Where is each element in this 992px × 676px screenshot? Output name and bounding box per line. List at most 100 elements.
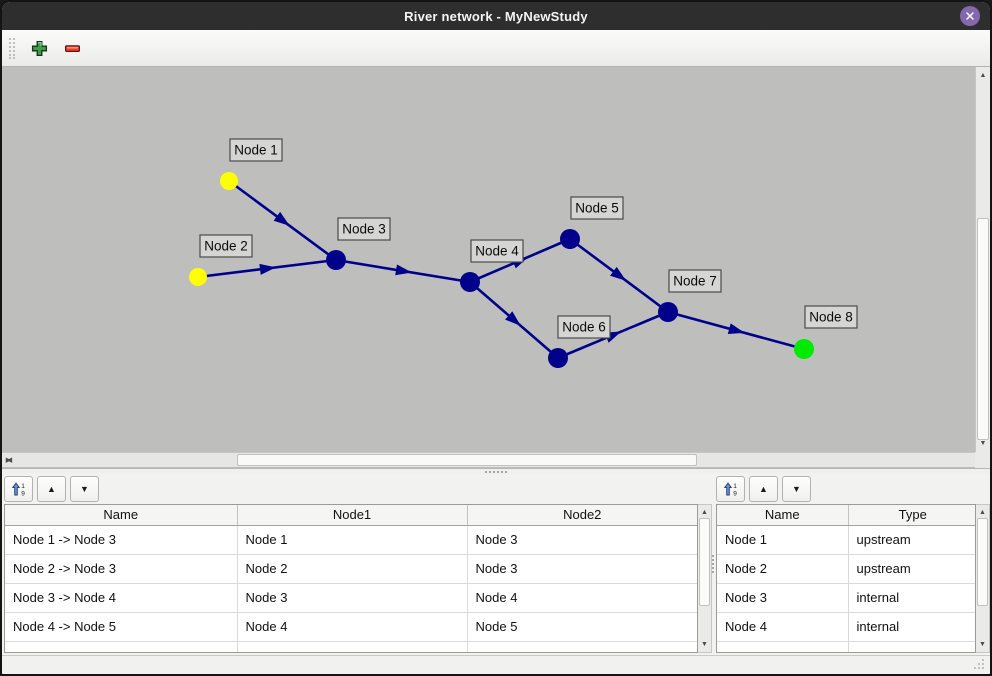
nodes-scrollbar-thumb[interactable] <box>977 518 988 606</box>
link-arrowhead-icon <box>727 323 745 334</box>
table-cell[interactable]: Node 1 <box>237 525 468 555</box>
table-cell[interactable]: Node 2 -> Node 3 <box>5 554 238 584</box>
links-scrollbar-thumb[interactable] <box>699 518 710 606</box>
minus-icon <box>64 44 80 52</box>
node-label[interactable]: Node 1 <box>229 138 283 162</box>
column-header[interactable]: Name <box>5 505 238 526</box>
table-cell[interactable]: Node 3 <box>717 583 849 613</box>
canvas-area: Node 1 Node 2 Node 3 Node 4 Node 5 Node 6 Node… <box>2 67 990 452</box>
svg-text:9: 9 <box>21 491 25 497</box>
scroll-right-icon[interactable]: ▶ <box>2 453 15 467</box>
nodes-table-scrollbar[interactable]: ▲ ▼ <box>976 504 990 653</box>
table-cell[interactable]: Node 1 -> Node 3 <box>5 525 238 555</box>
table-cell[interactable]: Node 1 <box>717 525 849 555</box>
node-label[interactable]: Node 7 <box>668 269 722 293</box>
sort-ascending-icon: 1 9 <box>723 482 737 497</box>
canvas-horizontal-scrollbar[interactable]: ◀ ▶ <box>2 452 975 468</box>
links-table-scrollbar[interactable]: ▲ ▼ <box>698 504 712 653</box>
table-cell[interactable]: Node 3 <box>467 525 697 555</box>
scrollbar-corner <box>975 452 990 468</box>
horizontal-scrollbar-thumb[interactable] <box>237 454 697 466</box>
resize-grip[interactable] <box>972 657 984 669</box>
river-node[interactable] <box>548 348 568 368</box>
node-label[interactable]: Node 6 <box>557 315 611 339</box>
move-up-button[interactable]: ▲ <box>749 476 778 502</box>
plus-icon <box>31 40 47 56</box>
scroll-up-icon[interactable]: ▲ <box>698 506 711 519</box>
remove-node-button[interactable] <box>59 35 85 61</box>
table-cell[interactable]: Node 3 <box>467 554 697 584</box>
sort-button[interactable]: 1 9 <box>4 476 33 502</box>
table-cell[interactable]: internal <box>848 583 975 613</box>
up-arrow-icon: ▲ <box>759 484 768 494</box>
node-label[interactable]: Node 5 <box>570 196 624 220</box>
table-cell[interactable]: internal <box>848 612 975 642</box>
table-cell[interactable]: Node 4 -> Node 5 <box>5 612 238 642</box>
river-node[interactable] <box>189 268 207 286</box>
table-row-empty <box>717 641 975 652</box>
river-node[interactable] <box>794 339 814 359</box>
table-cell[interactable]: Node 2 <box>237 554 468 584</box>
move-up-button[interactable]: ▲ <box>37 476 66 502</box>
add-node-button[interactable] <box>26 35 52 61</box>
column-header[interactable]: Node2 <box>467 505 697 526</box>
scroll-up-icon[interactable]: ▲ <box>976 506 989 519</box>
table-cell[interactable]: Node 4 <box>467 583 697 613</box>
scroll-up-icon[interactable]: ▲ <box>976 69 990 82</box>
toolbar-drag-handle[interactable] <box>9 37 16 59</box>
main-toolbar <box>2 30 990 67</box>
river-node[interactable] <box>326 250 346 270</box>
table-cell[interactable]: Node 5 <box>467 612 697 642</box>
link-arrowhead-icon <box>395 264 412 276</box>
node-label[interactable]: Node 2 <box>199 234 253 258</box>
titlebar[interactable]: River network - MyNewStudy <box>2 2 990 30</box>
table-cell[interactable]: Node 3 <box>237 583 468 613</box>
vertical-scrollbar-thumb[interactable] <box>977 218 989 440</box>
links-toolbar: 1 9 ▲ ▼ <box>4 474 712 502</box>
river-node[interactable] <box>220 172 238 190</box>
move-down-button[interactable]: ▼ <box>70 476 99 502</box>
node-label[interactable]: Node 3 <box>337 217 391 241</box>
table-cell[interactable]: Node 2 <box>717 554 849 584</box>
panel-splitter[interactable] <box>710 474 716 653</box>
scroll-down-icon[interactable]: ▼ <box>976 638 989 651</box>
column-header[interactable]: Type <box>848 505 975 526</box>
table-cell[interactable]: upstream <box>848 525 975 555</box>
node-label-text: Node 4 <box>475 244 519 259</box>
table-cell[interactable]: Node 4 <box>717 612 849 642</box>
move-down-button[interactable]: ▼ <box>782 476 811 502</box>
close-button[interactable] <box>960 6 980 26</box>
river-node[interactable] <box>560 229 580 249</box>
column-header[interactable]: Node1 <box>237 505 468 526</box>
window-title: River network - MyNewStudy <box>404 8 588 24</box>
node-label[interactable]: Node 8 <box>804 305 858 329</box>
river-node[interactable] <box>658 302 678 322</box>
horizontal-splitter[interactable] <box>2 468 990 474</box>
scroll-down-icon[interactable]: ▼ <box>698 638 711 651</box>
river-node[interactable] <box>460 272 480 292</box>
sort-button[interactable]: 1 9 <box>716 476 745 502</box>
table-cell[interactable]: Node 3 -> Node 4 <box>5 583 238 613</box>
table-cell[interactable]: Node 4 <box>237 612 468 642</box>
river-network-canvas[interactable]: Node 1 Node 2 Node 3 Node 4 Node 5 Node 6 Node… <box>2 67 975 452</box>
node-label[interactable]: Node 4 <box>470 239 524 263</box>
table-cell[interactable]: upstream <box>848 554 975 584</box>
column-header[interactable]: Name <box>717 505 849 526</box>
scroll-left-icon[interactable]: ◀ <box>3 453 16 467</box>
up-arrow-icon: ▲ <box>47 484 56 494</box>
scroll-down-icon[interactable]: ▼ <box>976 437 990 450</box>
sort-ascending-icon: 1 9 <box>11 482 25 497</box>
canvas-vertical-scrollbar[interactable]: ▲ ▼ <box>975 67 990 452</box>
